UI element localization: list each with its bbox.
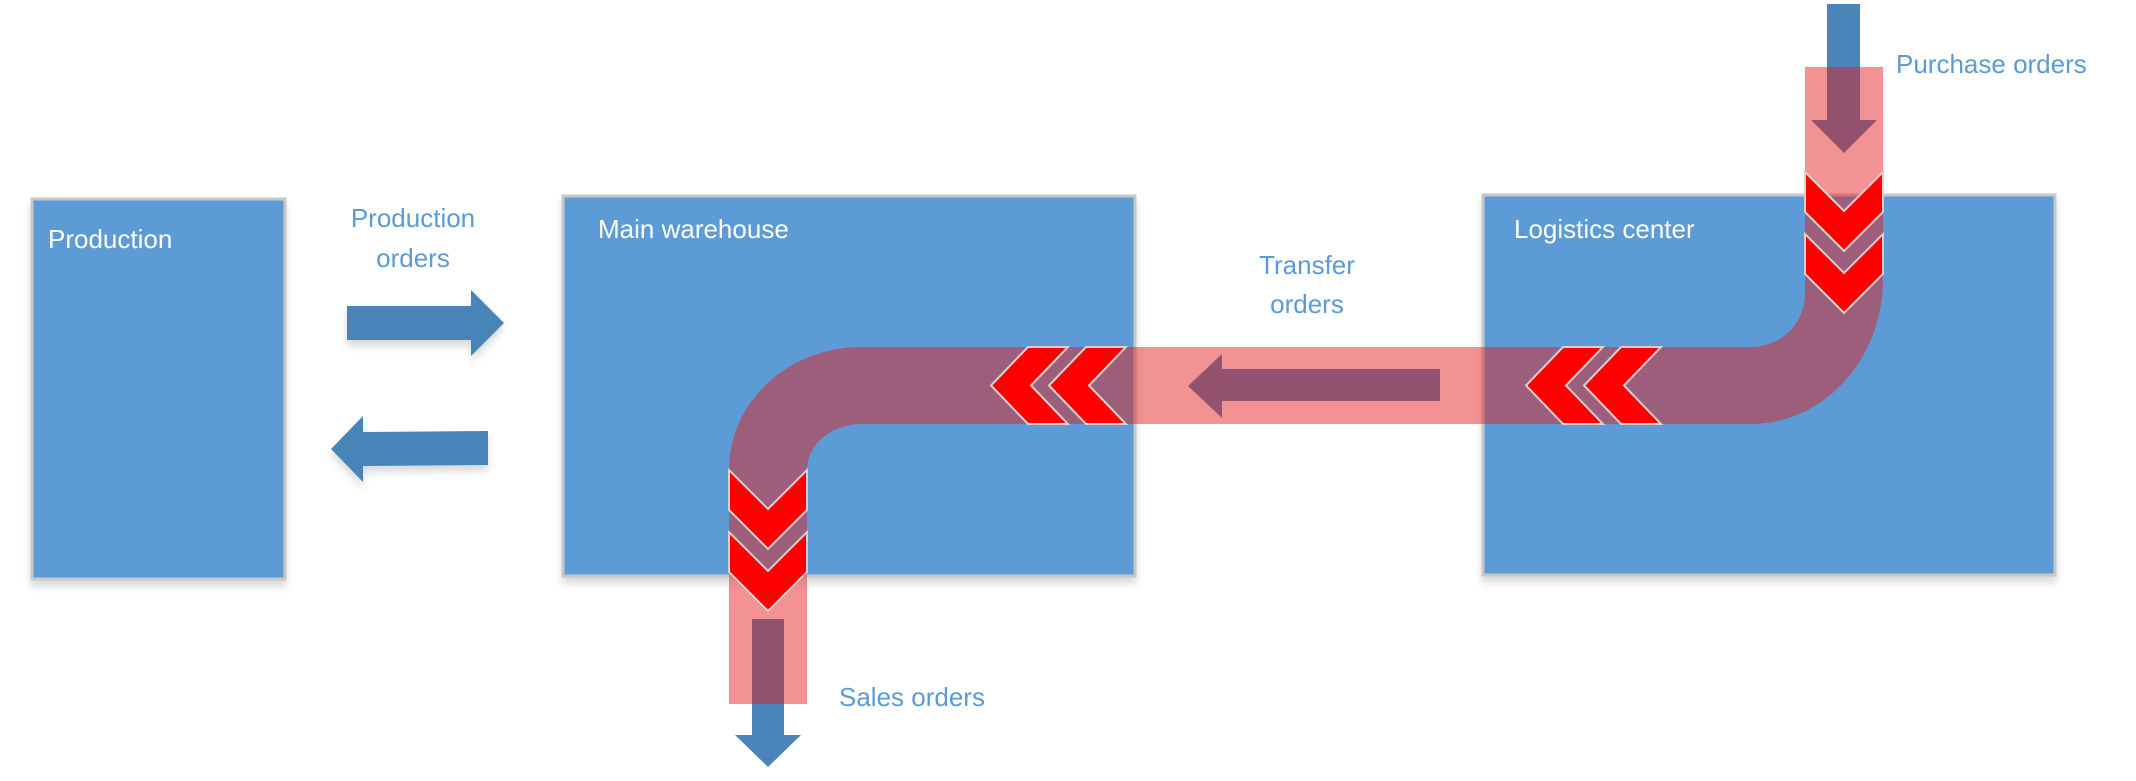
chevron-left-icon xyxy=(989,346,1071,425)
chevron-down-icon xyxy=(728,467,808,551)
purchase-arrow-down-icon xyxy=(1811,4,1877,153)
main-warehouse-label: Main warehouse xyxy=(598,214,789,244)
transfer-arrow-left-icon xyxy=(1188,354,1440,418)
arrow-right-icon xyxy=(347,290,504,356)
main-warehouse-box: Main warehouse xyxy=(561,194,1137,578)
chevron-left-icon xyxy=(1524,346,1606,425)
sales-arrow-down-icon xyxy=(735,619,801,767)
transfer-orders-label-line1: Transfer xyxy=(1259,250,1355,280)
arrow-left-icon xyxy=(331,416,488,482)
logistics-center-box: Logistics center xyxy=(1481,193,2057,577)
logistics-center-label: Logistics center xyxy=(1514,214,1695,244)
production-orders-label-line1: Production xyxy=(351,203,475,233)
purchase-orders-label: Purchase orders xyxy=(1896,49,2087,79)
transfer-orders-label-line2: orders xyxy=(1270,289,1344,319)
chevron-down-icon xyxy=(1804,231,1884,315)
flow-path-band xyxy=(729,67,1883,704)
chevron-left-icon xyxy=(1582,346,1664,425)
sales-orders-label: Sales orders xyxy=(839,682,985,712)
production-orders-label-line2: orders xyxy=(376,243,450,273)
chevron-down-icon xyxy=(728,529,808,613)
chevron-down-icon xyxy=(1804,169,1884,253)
chevron-left-icon xyxy=(1047,346,1129,425)
production-label: Production xyxy=(48,224,172,254)
flow-direction-chevrons xyxy=(728,169,1884,613)
production-box: Production xyxy=(30,197,287,581)
